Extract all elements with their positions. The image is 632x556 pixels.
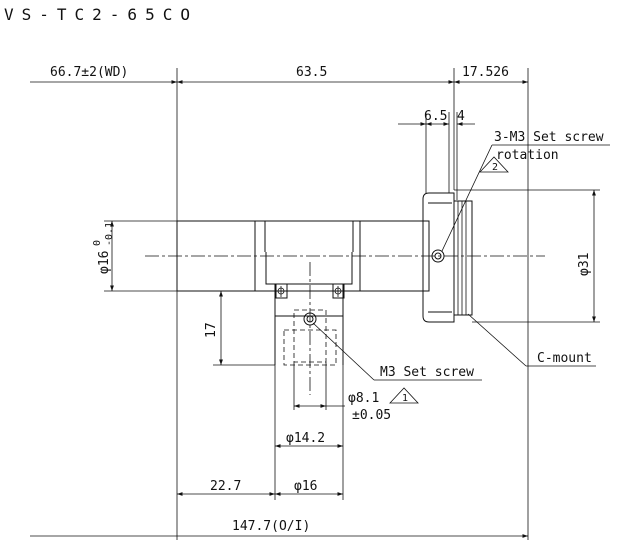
illumination-port: [265, 252, 353, 395]
dim-dia-16-tol-lower: -0.1: [104, 222, 115, 246]
dim-6-5: 6.5: [424, 109, 447, 124]
dim-4: 4: [457, 109, 465, 124]
note-flag-1: 1: [402, 393, 408, 404]
dim-17: 17: [204, 322, 219, 338]
dim-dia-16-tol-upper: 0: [92, 240, 103, 246]
note-rotation: rotation: [496, 148, 559, 163]
dim-17-526: 17.526: [462, 65, 509, 80]
dim-dia-16-port: φ16: [294, 479, 317, 494]
dim-total-length: 147.7(O/I): [232, 519, 310, 534]
dimensions: 66.7±2(WD) 63.5 17.526 6.5 4 φ16 0 -0.1 …: [30, 65, 600, 540]
dim-dia-8-1-tol: ±0.05: [352, 408, 391, 423]
dim-wd: 66.7±2(WD): [50, 65, 128, 80]
dim-22-7: 22.7: [210, 479, 241, 494]
note-set-screw-m3: M3 Set screw: [380, 365, 474, 380]
dim-dia-31: φ31: [577, 253, 592, 276]
dim-dia-8-1: φ8.1: [348, 391, 379, 406]
notes: 3-M3 Set screw rotation 2 M3 Set screw C…: [312, 130, 610, 381]
drawing-title: VS-TC2-65CO: [4, 5, 198, 24]
dim-63-5: 63.5: [296, 65, 327, 80]
dim-dia-16-tube: φ16: [97, 251, 112, 274]
dim-dia-14-2: φ14.2: [286, 431, 325, 446]
note-set-screw-3: 3-M3 Set screw: [494, 130, 604, 145]
note-flag-2: 2: [492, 162, 498, 173]
lens-body: [145, 192, 545, 323]
note-c-mount: C-mount: [537, 351, 592, 366]
